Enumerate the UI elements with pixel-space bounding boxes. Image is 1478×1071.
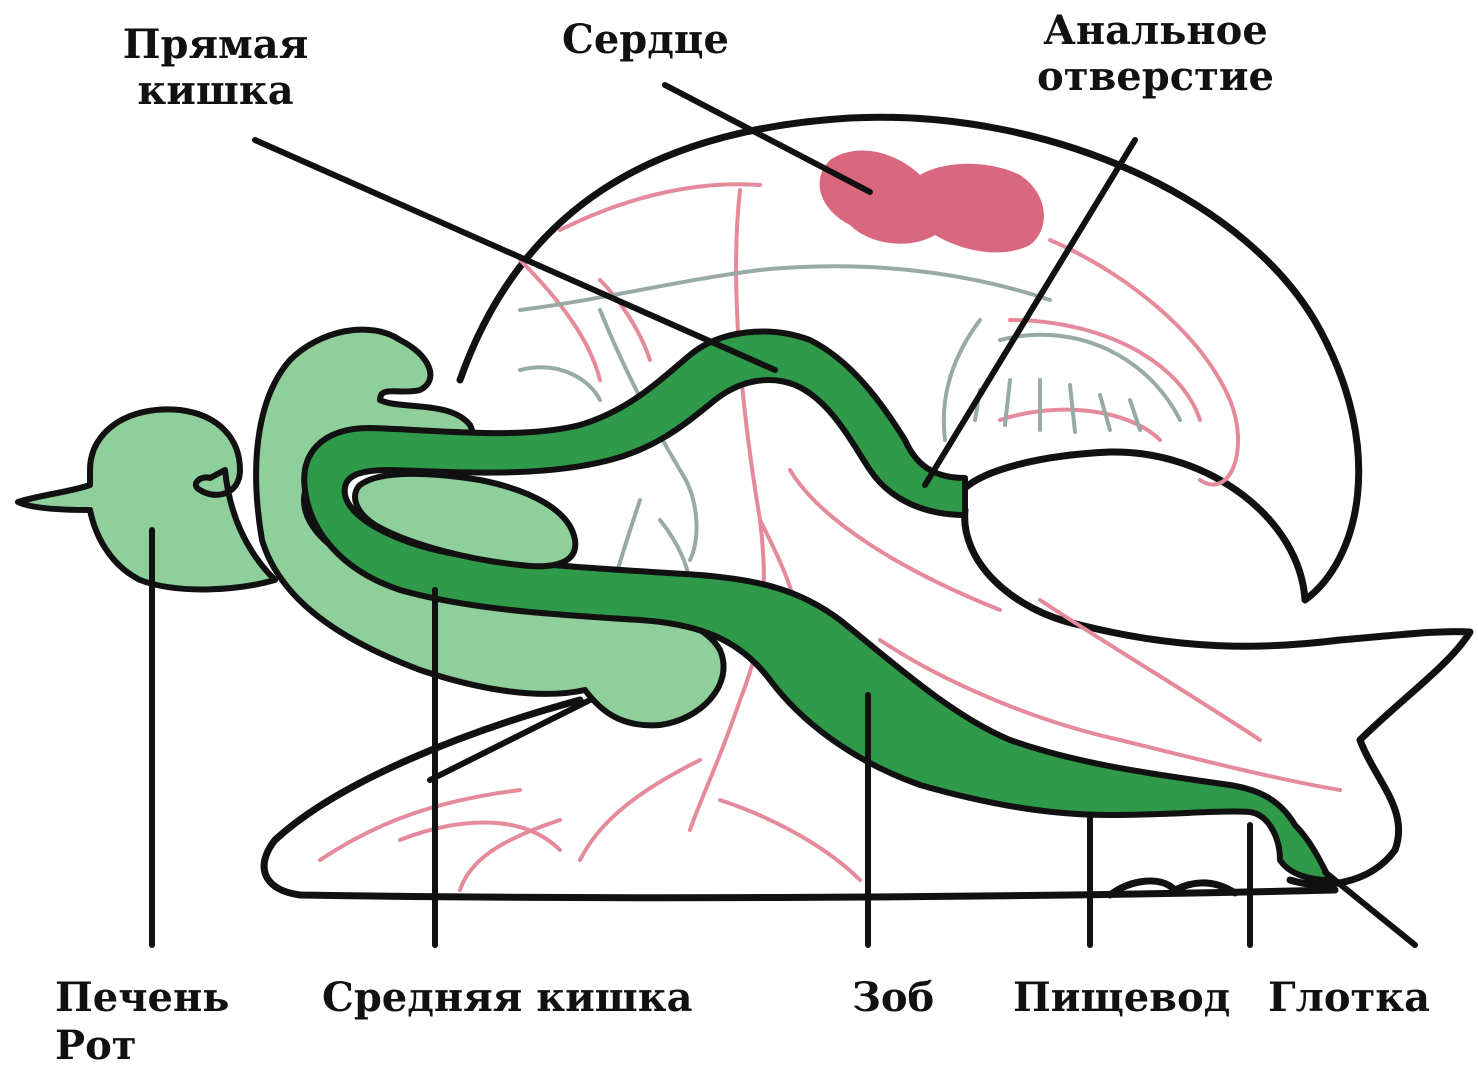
label-liver: Печень	[55, 975, 229, 1021]
label-esophagus: Пищевод	[1013, 975, 1230, 1021]
label-crop: Зоб	[852, 975, 934, 1021]
label-rectum-line2: кишка	[118, 68, 313, 114]
label-midgut: Средняя кишка	[322, 975, 693, 1021]
label-rectum-line1: Прямая	[118, 22, 313, 68]
heart-shape	[820, 151, 1044, 253]
leader-mouth	[1325, 872, 1415, 945]
label-pharynx: Глотка	[1268, 975, 1430, 1021]
leader-heart	[665, 85, 870, 192]
liver-lobe-front	[18, 409, 275, 589]
label-rectum: Прямая кишка	[118, 22, 313, 114]
label-heart: Сердце	[562, 17, 729, 63]
label-anus-line1: Анальное	[1028, 8, 1283, 54]
label-anus-line2: отверстие	[1028, 54, 1283, 100]
label-anus: Анальное отверстие	[1028, 8, 1283, 100]
mantle-cavity-outline	[965, 510, 1470, 885]
label-mouth: Рот	[55, 1023, 137, 1069]
